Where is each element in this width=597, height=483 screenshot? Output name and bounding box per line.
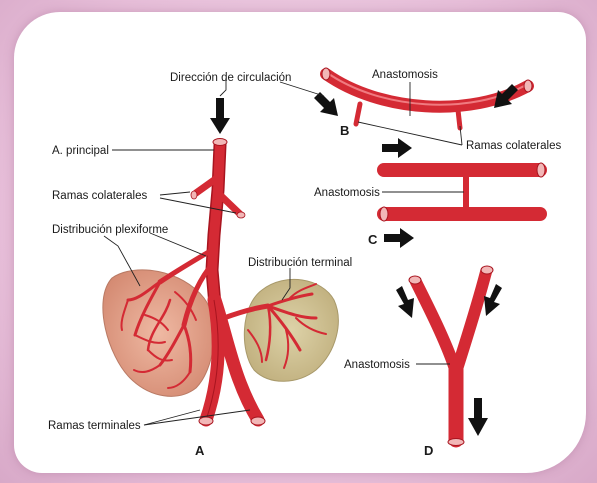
panel-d	[396, 266, 502, 446]
arc-opening-left	[322, 68, 330, 80]
label-direction: Dirección de circulación	[170, 72, 291, 84]
label-terminal-distribution: Distribución terminal	[248, 257, 352, 269]
panel-letter-c: C	[368, 232, 378, 247]
panel-letter-b: B	[340, 123, 349, 138]
flow-arrow-down-a	[210, 98, 230, 134]
collateral-right-opening	[237, 212, 245, 218]
arc-opening-right	[524, 80, 532, 92]
d-left-opening	[409, 276, 421, 284]
organ-right	[244, 279, 338, 381]
collateral-left-opening	[191, 191, 197, 199]
panel-letter-d: D	[424, 443, 433, 458]
label-anastomosis-b: Anastomosis	[372, 69, 438, 81]
artery-opening	[213, 139, 227, 146]
panel-c	[380, 138, 545, 248]
label-terminal-branches: Ramas terminales	[48, 420, 141, 432]
d-trunk-opening	[448, 439, 464, 446]
label-collaterals-b: Ramas colaterales	[466, 140, 561, 152]
panel-letter-a: A	[195, 443, 205, 458]
vessel-d-right	[458, 272, 486, 366]
vessel-d-left	[416, 282, 454, 366]
flow-arrow-c-top	[382, 138, 412, 158]
collateral-b-left	[356, 104, 360, 124]
d-right-opening	[481, 266, 493, 274]
label-anastomosis-d: Anastomosis	[344, 359, 410, 371]
flow-arrow-b-left	[314, 92, 338, 116]
label-collaterals: Ramas colaterales	[52, 190, 147, 202]
label-principal: A. principal	[52, 145, 109, 157]
terminal-opening-right	[251, 417, 265, 425]
flow-arrow-d-down	[468, 398, 488, 436]
terminal-opening-left	[199, 417, 213, 425]
flow-arrow-c-bottom	[384, 228, 414, 248]
text-labels: Dirección de circulación A. principal Ra…	[48, 69, 561, 458]
label-anastomosis-c: Anastomosis	[314, 187, 380, 199]
flow-arrow-d-left	[396, 286, 414, 318]
label-plexiform: Distribución plexiforme	[52, 224, 168, 236]
c-bottom-opening	[380, 207, 388, 221]
c-top-opening	[537, 163, 545, 177]
collateral-b-right	[458, 110, 460, 128]
